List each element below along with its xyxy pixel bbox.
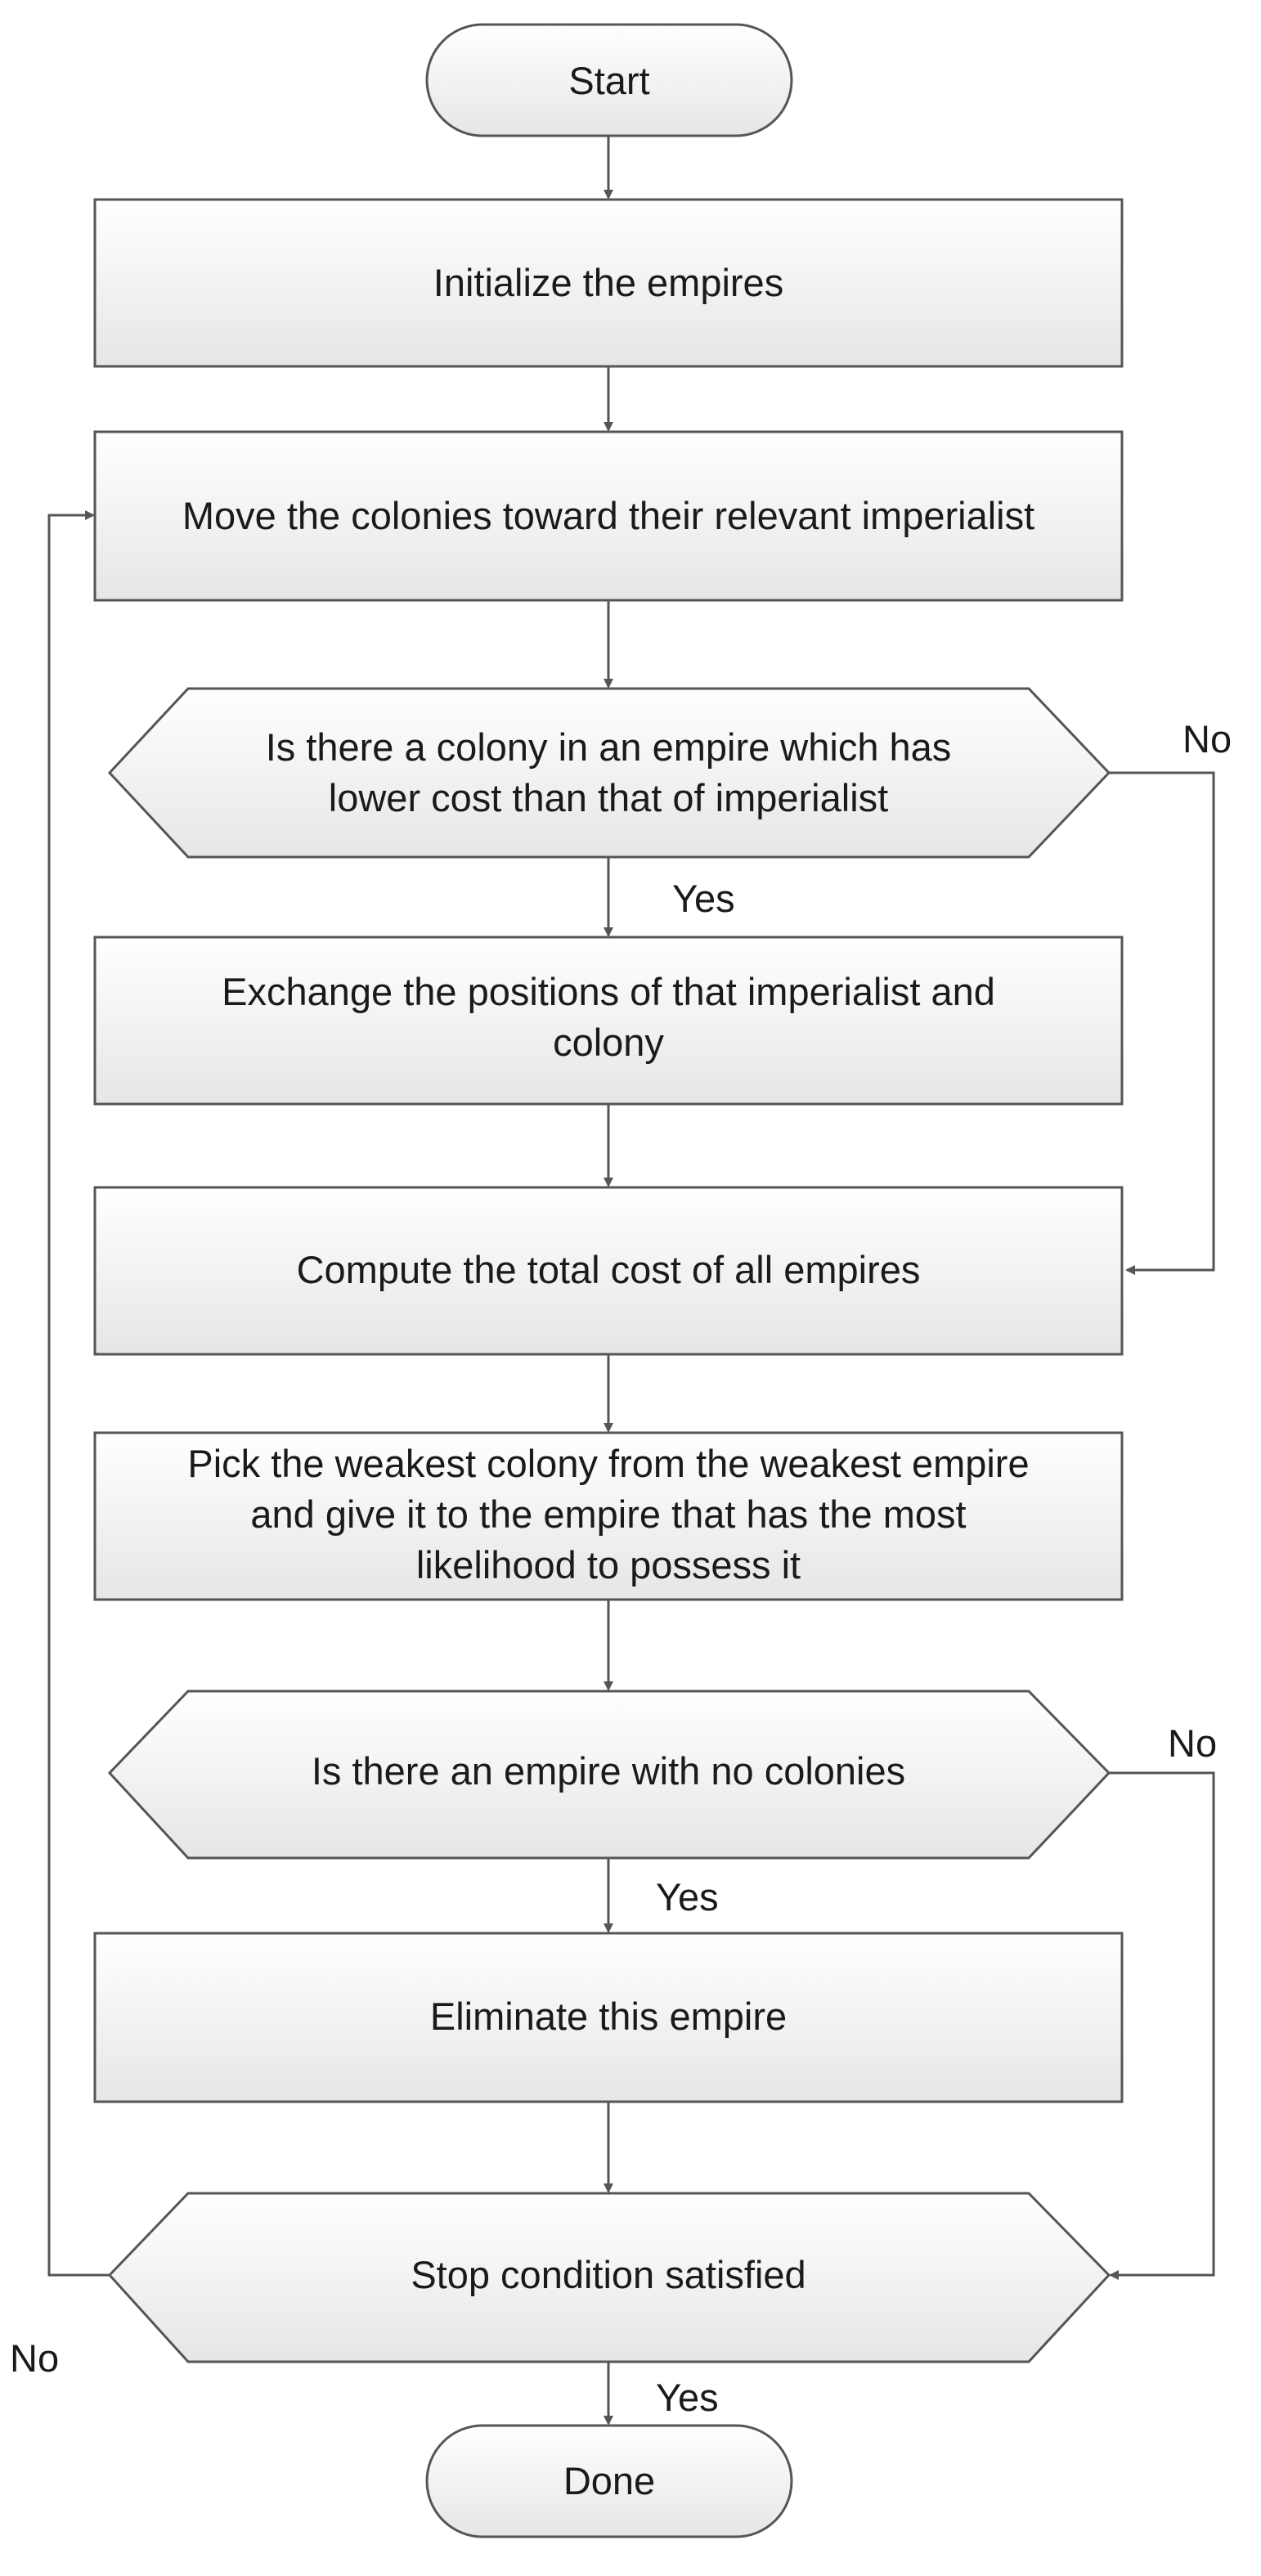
- label-line: lower cost than that of imperialist: [329, 776, 888, 819]
- process-box: [93, 198, 1124, 368]
- label-line: likelihood to possess it: [416, 1543, 801, 1586]
- label-q-stop-yes: Yes: [656, 2376, 719, 2419]
- node-q-empty: Is there an empire with no colonies: [107, 1690, 1111, 1860]
- process-box: [93, 1932, 1124, 2103]
- label-q-stop-no: No: [10, 2336, 59, 2380]
- label-line: Done: [563, 2459, 655, 2502]
- node-q-empty-label: Is there an empire with no colonies: [312, 1749, 905, 1793]
- node-eliminate: Eliminate this empire: [93, 1932, 1124, 2103]
- label-line: Initialize the empires: [433, 261, 783, 304]
- label-line: Is there a colony in an empire which has: [266, 725, 952, 769]
- node-q-stop: Stop condition satisfied: [107, 2192, 1111, 2363]
- node-q-stop-label: Stop condition satisfied: [411, 2253, 806, 2296]
- label-line: Pick the weakest colony from the weakest…: [187, 1442, 1029, 1485]
- arrow-q-empty-no: [1109, 1771, 1215, 2280]
- label-line: Exchange the positions of that imperiali…: [222, 970, 995, 1013]
- node-init: Initialize the empires: [93, 198, 1124, 368]
- node-q-colony: Is there a colony in an empire which has…: [107, 687, 1111, 859]
- node-done-label: Done: [563, 2459, 655, 2502]
- decision-shape: [107, 1690, 1111, 1860]
- label-q-colony-no: No: [1182, 717, 1232, 761]
- node-move-label: Move the colonies toward their relevant …: [182, 494, 1034, 537]
- label-line: and give it to the empire that has the m…: [250, 1492, 966, 1536]
- node-compute: Compute the total cost of all empires: [93, 1186, 1124, 1356]
- node-start: Start: [425, 23, 793, 137]
- process-box: [93, 1186, 1124, 1356]
- node-move: Move the colonies toward their relevant …: [93, 430, 1124, 602]
- node-q-colony-label: Is there a colony in an empire which has…: [266, 725, 952, 819]
- node-pick: Pick the weakest colony from the weakest…: [93, 1431, 1124, 1601]
- node-exchange: Exchange the positions of that imperiali…: [93, 936, 1124, 1106]
- label-line: Eliminate this empire: [430, 1995, 787, 2038]
- label-q-colony-yes: Yes: [672, 877, 735, 920]
- decision-shape: [107, 2192, 1111, 2363]
- arrow-q-colony-no: [1109, 771, 1215, 1275]
- edge-labels: Yes No Yes No Yes No: [10, 717, 1232, 2419]
- terminal-shape: [425, 23, 793, 137]
- label-line: Compute the total cost of all empires: [297, 1248, 921, 1291]
- node-exchange-label: Exchange the positions of that imperiali…: [222, 970, 995, 1064]
- label-q-empty-no: No: [1168, 1721, 1217, 1765]
- edges: [47, 136, 1215, 2426]
- node-start-label: Start: [568, 59, 649, 102]
- node-pick-label: Pick the weakest colony from the weakest…: [187, 1442, 1029, 1586]
- arrow-q-stop-no-loop: [47, 510, 110, 2277]
- label-line: Move the colonies toward their relevant …: [182, 494, 1034, 537]
- node-done: Done: [425, 2424, 793, 2538]
- label-line: Is there an empire with no colonies: [312, 1749, 905, 1793]
- node-compute-label: Compute the total cost of all empires: [297, 1248, 921, 1291]
- node-init-label: Initialize the empires: [433, 261, 783, 304]
- terminal-shape: [425, 2424, 793, 2538]
- process-box: [93, 1431, 1124, 1601]
- process-box: [93, 936, 1124, 1106]
- label-q-empty-yes: Yes: [656, 1875, 719, 1919]
- process-box: [93, 430, 1124, 602]
- label-line: Start: [568, 59, 649, 102]
- label-line: Stop condition satisfied: [411, 2253, 806, 2296]
- decision-shape: [107, 687, 1111, 859]
- node-eliminate-label: Eliminate this empire: [430, 1995, 787, 2038]
- label-line: colony: [553, 1021, 664, 1064]
